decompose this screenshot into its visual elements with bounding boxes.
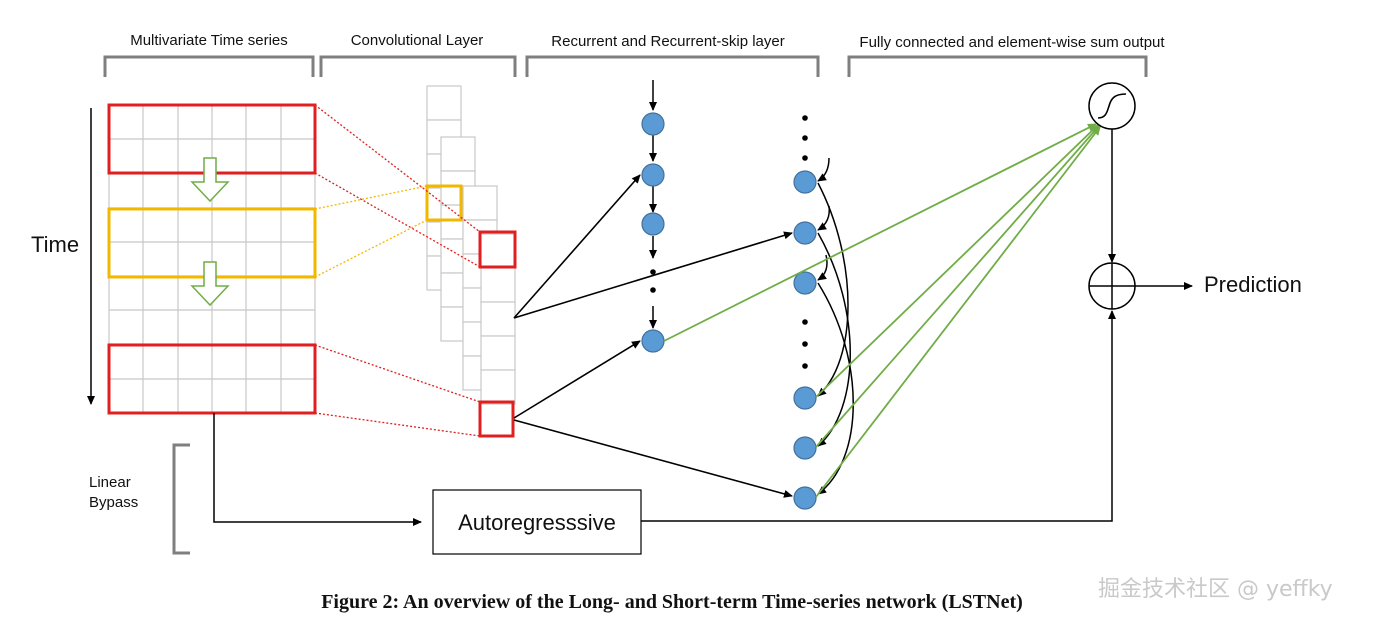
recurrent-node xyxy=(641,112,665,136)
window-bottom-red xyxy=(107,343,317,415)
autoregressive-label: Autoregresssive xyxy=(458,510,616,535)
linear-bypass-label-line2: Bypass xyxy=(89,494,138,511)
header-output-layer: Fully connected and element-wise sum out… xyxy=(859,34,1165,51)
header-recurrent-layer: Recurrent and Recurrent-skip layer xyxy=(551,33,784,50)
figure-caption: Figure 2: An overview of the Long- and S… xyxy=(321,591,1023,613)
skip-node xyxy=(793,386,817,410)
sigmoid-curve xyxy=(1097,93,1127,119)
recurrent-node xyxy=(641,329,665,353)
section-brackets xyxy=(103,55,1148,555)
bracket-input xyxy=(103,55,315,77)
fc-green-arrows xyxy=(663,123,1101,498)
bracket-linear-bypass xyxy=(172,443,190,555)
slide-down-arrow-icon xyxy=(190,261,230,307)
recurrent-node xyxy=(641,212,665,236)
autoregressive-box xyxy=(432,489,642,555)
projection-lines xyxy=(314,104,481,437)
conv-output-yellow xyxy=(425,184,463,222)
skip-node xyxy=(793,170,817,194)
bypass-arrow xyxy=(213,413,422,526)
skip-ellipsis-dots xyxy=(802,115,808,369)
prediction-label: Prediction xyxy=(1204,272,1302,297)
skip-connection-curves xyxy=(817,157,854,495)
bracket-output xyxy=(847,55,1148,77)
conv-output-red-bottom xyxy=(478,400,515,438)
time-label: Time xyxy=(31,232,79,257)
slide-down-arrow-icon xyxy=(190,157,230,203)
header-convolutional-layer: Convolutional Layer xyxy=(351,32,484,49)
conv-stack-4 xyxy=(480,233,516,405)
skip-node xyxy=(793,486,817,510)
recurrent-node xyxy=(641,163,665,187)
skip-node xyxy=(793,436,817,460)
watermark: 掘金技术社区 @ yeffky xyxy=(1098,577,1333,602)
skip-node xyxy=(793,221,817,245)
autoregressive-to-sum-arrow xyxy=(641,310,1116,522)
linear-bypass-label-line1: Linear xyxy=(89,474,131,491)
input-grid xyxy=(108,104,316,414)
conv-to-recurrent-arrows xyxy=(513,174,793,498)
skip-node xyxy=(793,271,817,295)
bracket-conv xyxy=(319,55,517,77)
bracket-recurrent xyxy=(525,55,820,77)
header-multivariate-time-series: Multivariate Time series xyxy=(130,32,288,49)
conv-output-red-top xyxy=(478,230,517,269)
sigmoid-icon xyxy=(1088,82,1136,130)
recurrent-ellipsis-dots xyxy=(650,269,656,293)
